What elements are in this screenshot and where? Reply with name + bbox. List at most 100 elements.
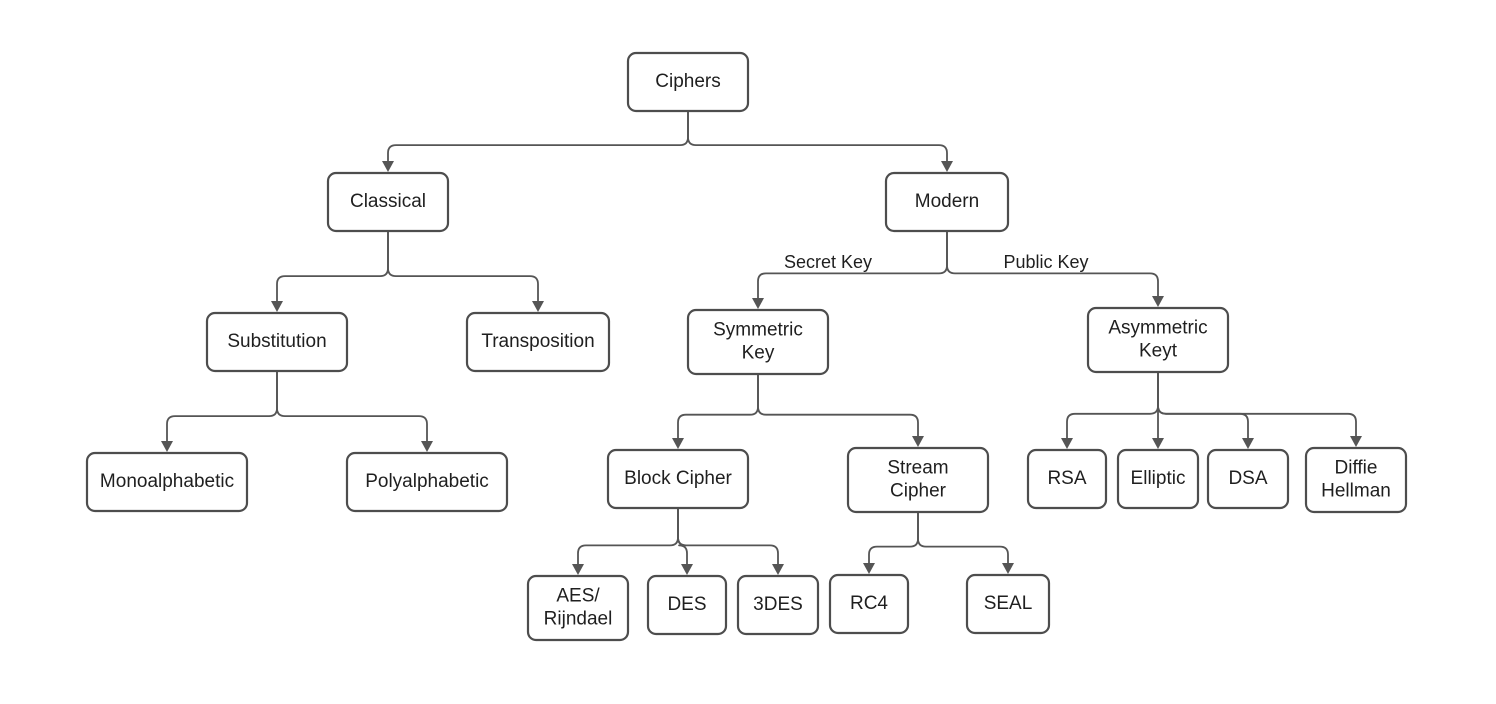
edge-label-modern-symmetric: Secret Key	[784, 252, 872, 272]
node-box[interactable]	[686, 308, 830, 376]
edge-ciphers-classical	[382, 110, 689, 172]
node-box[interactable]	[526, 574, 630, 642]
node-rsa[interactable]: RSA	[1026, 448, 1108, 510]
node-label: Monoalphabetic	[100, 471, 234, 492]
edge-line	[687, 110, 948, 163]
node-box[interactable]	[828, 573, 910, 635]
edge-ciphers-modern	[687, 110, 953, 172]
edge-line	[677, 507, 779, 566]
node-aes-rijndael[interactable]: AES/Rijndael	[526, 574, 630, 642]
node-ciphers[interactable]: Ciphers	[626, 51, 750, 113]
node-classical[interactable]: Classical	[326, 171, 450, 233]
node-rc4[interactable]: RC4	[828, 573, 910, 635]
edge-line	[1157, 371, 1357, 438]
node-box[interactable]	[326, 171, 450, 233]
node-label: Key	[742, 343, 775, 364]
node-label: Transposition	[481, 331, 594, 352]
node-label: Asymmetric	[1108, 318, 1207, 339]
edge-block-aes	[572, 507, 679, 575]
node-label: 3DES	[753, 594, 803, 615]
node-box[interactable]	[205, 311, 349, 373]
edge-substitution-monoalphabetic	[161, 370, 278, 452]
node-box[interactable]	[465, 311, 611, 373]
node-label: Cipher	[890, 481, 947, 502]
node-box[interactable]	[626, 51, 750, 113]
edge-stream-seal	[917, 511, 1014, 574]
arrowhead-icon	[572, 564, 584, 575]
node-box[interactable]	[1206, 448, 1290, 510]
node-transposition[interactable]: Transposition	[465, 311, 611, 373]
arrowhead-icon	[271, 301, 283, 312]
edge-line	[1157, 371, 1249, 440]
node-label: RSA	[1047, 468, 1086, 489]
node-polyalphabetic[interactable]: Polyalphabetic	[345, 451, 509, 513]
node-monoalphabetic[interactable]: Monoalphabetic	[85, 451, 249, 513]
edges-layer	[161, 110, 1362, 575]
node-label: DES	[667, 594, 706, 615]
node-box[interactable]	[884, 171, 1010, 233]
node-3des[interactable]: 3DES	[736, 574, 820, 636]
node-box[interactable]	[1086, 306, 1230, 374]
edge-asymmetric-diffie	[1157, 371, 1362, 447]
node-box[interactable]	[1026, 448, 1108, 510]
node-box[interactable]	[965, 573, 1051, 635]
edge-line	[677, 373, 759, 440]
arrowhead-icon	[1002, 563, 1014, 574]
edge-line	[166, 370, 278, 443]
edge-line	[757, 373, 919, 438]
node-box[interactable]	[85, 451, 249, 513]
node-label: Substitution	[227, 331, 326, 352]
edge-stream-rc4	[863, 511, 919, 574]
arrowhead-icon	[1061, 438, 1073, 449]
arrowhead-icon	[1152, 296, 1164, 307]
node-label: Polyalphabetic	[365, 471, 489, 492]
node-label: Classical	[350, 191, 426, 212]
node-elliptic[interactable]: Elliptic	[1116, 448, 1200, 510]
node-label: AES/	[556, 586, 600, 607]
edge-classical-substitution	[271, 230, 389, 312]
edge-line	[387, 110, 689, 163]
node-seal[interactable]: SEAL	[965, 573, 1051, 635]
node-des[interactable]: DES	[646, 574, 728, 636]
node-box[interactable]	[1116, 448, 1200, 510]
node-dsa[interactable]: DSA	[1206, 448, 1290, 510]
edge-line	[276, 370, 428, 443]
edge-symmetric-stream	[757, 373, 924, 447]
arrowhead-icon	[1242, 438, 1254, 449]
node-box[interactable]	[846, 446, 990, 514]
node-block-cipher[interactable]: Block Cipher	[606, 448, 750, 510]
arrowhead-icon	[672, 438, 684, 449]
arrowhead-icon	[382, 161, 394, 172]
edge-line	[868, 511, 919, 565]
node-box[interactable]	[646, 574, 728, 636]
edge-modern-asymmetric	[946, 230, 1164, 307]
arrowhead-icon	[532, 301, 544, 312]
node-label: Keyt	[1139, 341, 1178, 362]
arrowhead-icon	[161, 441, 173, 452]
node-label: Elliptic	[1131, 468, 1186, 489]
node-label: DSA	[1228, 468, 1267, 489]
node-modern[interactable]: Modern	[884, 171, 1010, 233]
node-label: Ciphers	[655, 71, 720, 92]
edge-substitution-polyalphabetic	[276, 370, 433, 452]
edge-block-des	[677, 507, 693, 575]
edge-block-3des	[677, 507, 784, 575]
node-box[interactable]	[345, 451, 509, 513]
node-substitution[interactable]: Substitution	[205, 311, 349, 373]
arrowhead-icon	[681, 564, 693, 575]
edge-line	[917, 511, 1009, 565]
edge-line	[387, 230, 539, 303]
node-label: Rijndael	[544, 609, 613, 630]
arrowhead-icon	[772, 564, 784, 575]
node-box[interactable]	[736, 574, 820, 636]
edge-asymmetric-rsa	[1061, 371, 1159, 449]
node-box[interactable]	[1304, 446, 1408, 514]
node-box[interactable]	[606, 448, 750, 510]
edge-line	[577, 507, 679, 566]
